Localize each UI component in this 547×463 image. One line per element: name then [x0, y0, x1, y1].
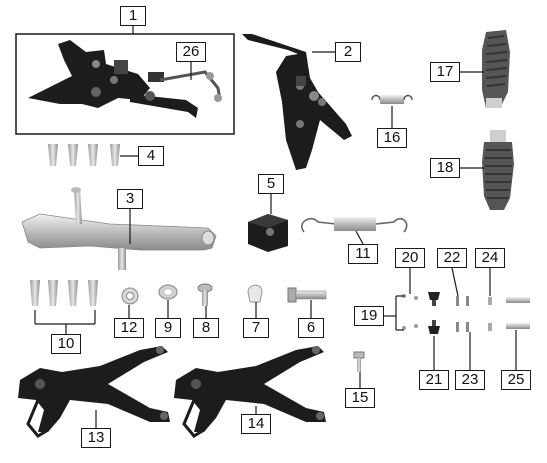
callout-20: 20 — [395, 248, 425, 268]
callout-21: 21 — [419, 370, 449, 390]
callout-9: 9 — [155, 318, 181, 338]
callout-8: 8 — [193, 318, 219, 338]
part-side-stand — [21, 187, 217, 270]
part-spring-small — [371, 94, 413, 104]
part-rearset-assembly — [28, 40, 222, 118]
assembly-1-frame — [15, 33, 235, 135]
callout-18: 18 — [430, 158, 460, 178]
callout-13: 13 — [81, 428, 111, 448]
leader-lines — [34, 26, 517, 428]
callout-19: 19 — [354, 306, 384, 326]
part-hanger-14 — [174, 346, 326, 438]
part-spring-large — [301, 217, 408, 233]
callout-3: 3 — [117, 189, 143, 209]
part-footpeg-18 — [482, 130, 514, 210]
callout-24: 24 — [475, 248, 505, 268]
part-nut-12 — [121, 287, 139, 305]
callout-1: 1 — [120, 6, 146, 26]
callout-16: 16 — [377, 128, 407, 148]
callout-15: 15 — [345, 388, 375, 408]
part-cap-7 — [247, 284, 263, 303]
part-block-5 — [248, 214, 288, 252]
callout-26: 26 — [176, 42, 206, 62]
part-hanger-13 — [18, 346, 170, 438]
callout-6: 6 — [298, 318, 324, 338]
callout-7: 7 — [243, 318, 269, 338]
part-screw-8 — [197, 283, 213, 306]
part-washer-9 — [158, 284, 178, 300]
part-pin-6 — [287, 287, 327, 303]
callout-12: 12 — [114, 318, 144, 338]
part-screw-15 — [353, 351, 365, 372]
callout-10: 10 — [51, 334, 81, 354]
callout-25: 25 — [501, 370, 531, 390]
part-bolts-10 — [30, 280, 98, 306]
callout-14: 14 — [241, 414, 271, 434]
part-bolts-4 — [48, 144, 120, 166]
callout-2: 2 — [335, 42, 361, 62]
callout-5: 5 — [258, 174, 284, 194]
part-kit-19-25 — [402, 292, 530, 334]
callout-22: 22 — [437, 248, 467, 268]
callout-17: 17 — [430, 62, 460, 82]
part-footpeg-17 — [482, 30, 510, 108]
callout-23: 23 — [455, 370, 485, 390]
callout-4: 4 — [138, 146, 164, 166]
part-bracket — [242, 34, 352, 170]
callout-11: 11 — [348, 244, 378, 264]
